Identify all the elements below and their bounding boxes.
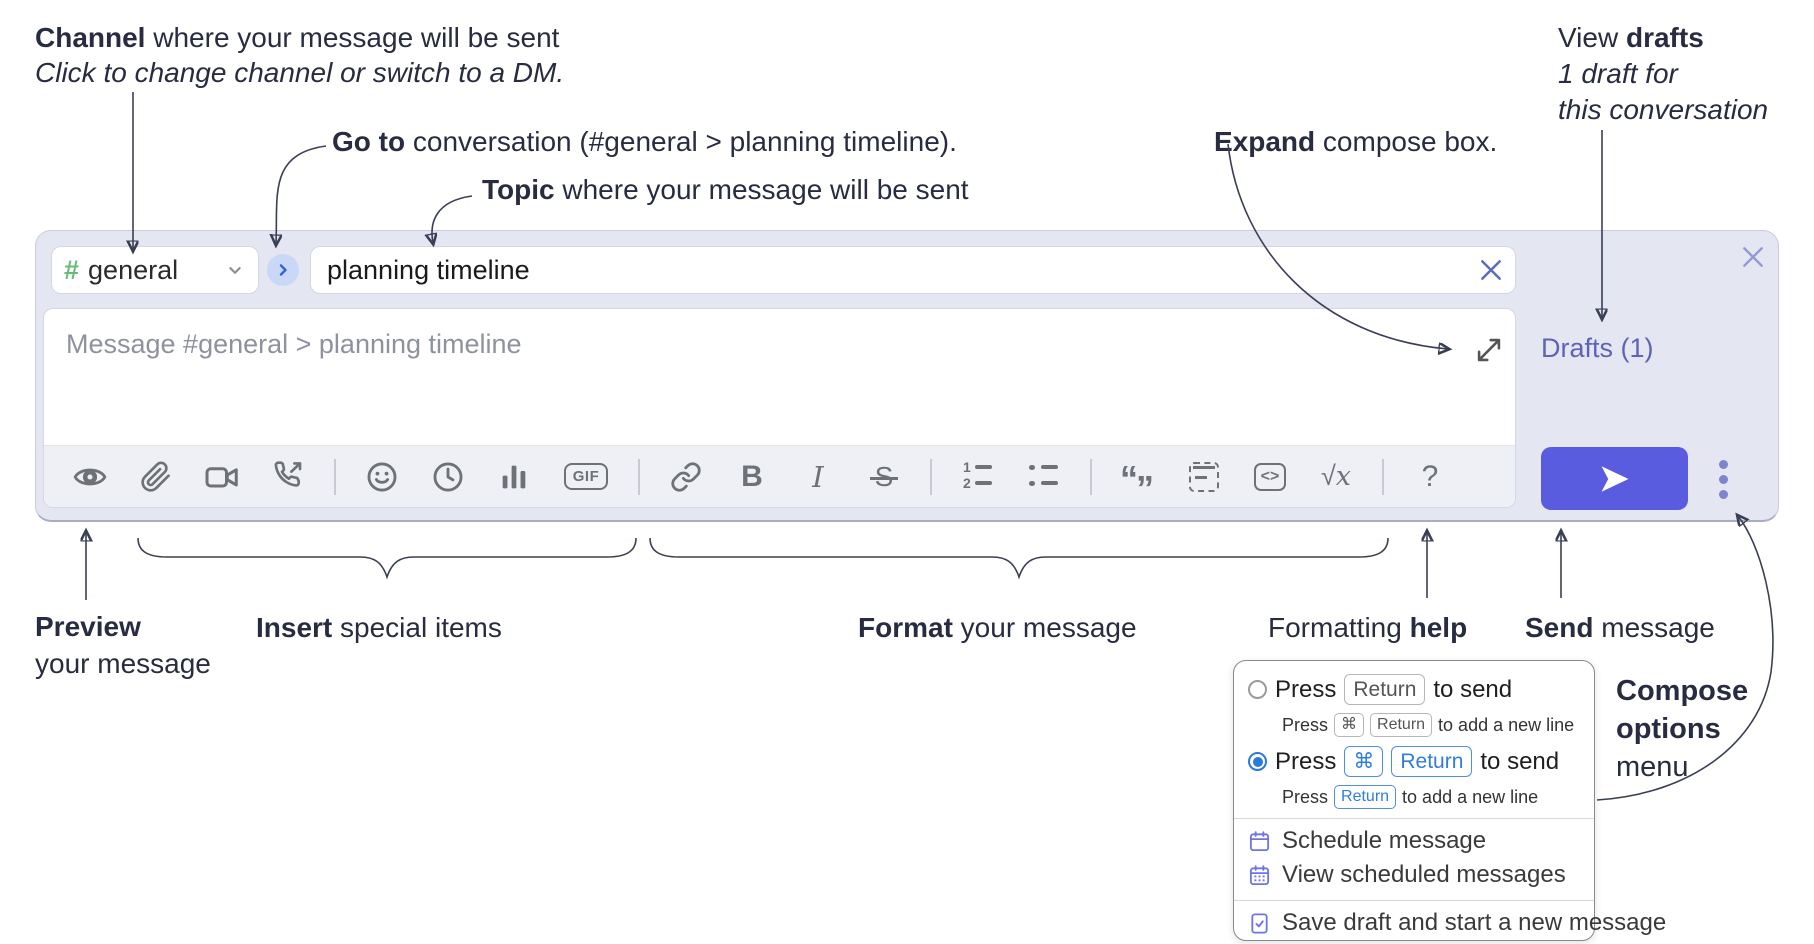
code-icon[interactable]: <> xyxy=(1250,457,1290,497)
close-icon xyxy=(1743,247,1763,267)
ellipsis-dot xyxy=(1718,489,1728,499)
go-to-conversation-button[interactable] xyxy=(267,254,299,286)
close-compose-button[interactable] xyxy=(1740,244,1766,270)
send-with-enter-option[interactable]: Press Return to send xyxy=(1248,674,1512,705)
spoiler-icon[interactable] xyxy=(1184,457,1224,497)
formatting-help-annotation: Formatting help xyxy=(1268,612,1468,643)
channel-annotation: Channel where your message will be sent … xyxy=(35,22,565,88)
expand-diagonal-icon xyxy=(1477,338,1501,362)
goto-annotation: Go to conversation (#general > planning … xyxy=(332,126,957,157)
preview-icon[interactable] xyxy=(70,457,110,497)
message-formatting-help-icon[interactable]: ? xyxy=(1410,457,1450,497)
message-input[interactable] xyxy=(44,309,1515,443)
gif-icon[interactable]: GIF xyxy=(560,457,612,497)
draft-saved-icon xyxy=(1251,912,1268,934)
send-with-enter-hint: Press ⌘ Return to add a new line xyxy=(1282,713,1574,737)
italic-icon[interactable]: I xyxy=(798,457,838,497)
chevron-down-icon xyxy=(224,259,246,281)
topic-annotation: Topic where your message will be sent xyxy=(482,174,969,205)
channel-selector[interactable]: # general xyxy=(51,246,259,294)
format-annotation: Format your message xyxy=(858,612,1137,643)
audio-call-icon[interactable] xyxy=(268,457,308,497)
ellipsis-dot xyxy=(1718,474,1728,484)
calendar-grid-icon xyxy=(1249,864,1270,885)
compose-options-menu: Press Return to send Press ⌘ Return to a… xyxy=(1233,660,1666,941)
time-icon[interactable] xyxy=(428,457,468,497)
close-icon xyxy=(1481,260,1501,280)
insert-annotation: Insert special items xyxy=(256,612,502,643)
toolbar-divider xyxy=(1090,458,1092,495)
return-key: Return xyxy=(1391,746,1473,777)
link-icon[interactable] xyxy=(666,457,706,497)
toolbar-divider xyxy=(930,458,932,495)
compose-box: # general xyxy=(35,230,1779,522)
send-annotation: Send message xyxy=(1525,612,1715,643)
strikethrough-icon[interactable]: S xyxy=(864,457,904,497)
return-key: Return xyxy=(1334,785,1397,809)
cmd-key: ⌘ xyxy=(1334,713,1365,737)
channel-name: general xyxy=(88,254,179,285)
drafts-link[interactable]: Drafts (1) xyxy=(1541,333,1654,363)
topic-input-wrapper xyxy=(310,246,1516,294)
topic-input[interactable] xyxy=(310,246,1516,294)
menu-divider xyxy=(1234,900,1594,901)
cmd-key: ⌘ xyxy=(1344,746,1384,777)
bold-icon[interactable]: B xyxy=(732,457,772,497)
quote-icon[interactable]: “” xyxy=(1118,457,1158,506)
clear-topic-button[interactable] xyxy=(1478,257,1504,283)
format-brace xyxy=(649,537,1389,580)
compose-options-annotation: Compose options menu xyxy=(1616,675,1749,783)
expand-compose-button[interactable] xyxy=(1475,335,1505,365)
schedule-message-item[interactable]: Schedule message xyxy=(1248,827,1486,855)
send-with-cmd-enter-option[interactable]: Press ⌘ Return to send xyxy=(1248,746,1559,777)
bulleted-list-icon[interactable] xyxy=(1024,457,1064,497)
toolbar-divider xyxy=(1382,458,1384,495)
toolbar-divider xyxy=(334,458,336,495)
emoji-icon[interactable] xyxy=(362,457,402,497)
preview-annotation: Preview your message xyxy=(35,611,211,679)
radio-selected-icon[interactable] xyxy=(1248,752,1267,771)
return-key: Return xyxy=(1370,713,1433,737)
view-drafts-annotation: View drafts 1 draft for this conversatio… xyxy=(1558,22,1769,125)
menu-divider xyxy=(1234,818,1594,819)
calendar-icon xyxy=(1249,830,1270,851)
send-button[interactable] xyxy=(1541,447,1688,510)
save-draft-item[interactable]: Save draft and start a new message xyxy=(1248,909,1666,937)
message-area: GIF B I S 12 xyxy=(43,308,1516,508)
expand-annotation: Expand compose box. xyxy=(1214,126,1498,157)
channel-hash-icon: # xyxy=(64,254,80,285)
send-with-cmd-enter-hint: Press Return to add a new line xyxy=(1282,785,1538,809)
return-key: Return xyxy=(1344,674,1426,705)
radio-unselected-icon[interactable] xyxy=(1248,680,1267,699)
insert-brace xyxy=(137,537,637,580)
video-call-icon[interactable] xyxy=(202,457,242,497)
attach-file-icon[interactable] xyxy=(136,457,176,497)
poll-icon[interactable] xyxy=(494,457,534,497)
chevron-right-icon xyxy=(279,264,287,276)
view-scheduled-messages-item[interactable]: View scheduled messages xyxy=(1248,861,1566,889)
send-icon xyxy=(1601,465,1628,492)
compose-options-menu-button[interactable] xyxy=(1708,453,1738,505)
math-icon[interactable]: √x xyxy=(1316,457,1356,497)
toolbar-divider xyxy=(638,458,640,495)
ellipsis-dot xyxy=(1718,459,1728,469)
